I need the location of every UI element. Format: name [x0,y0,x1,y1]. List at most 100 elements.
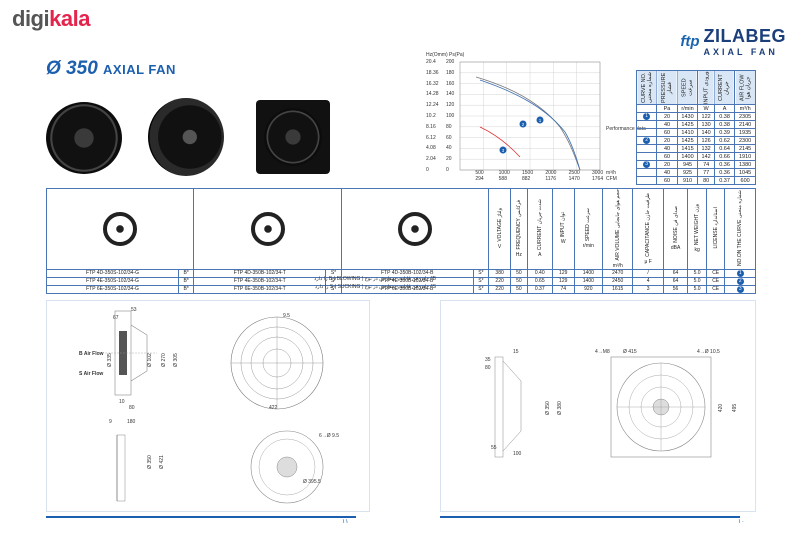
perf-cell: 1425 [676,136,699,145]
y-tick-pa: 160 [446,80,455,87]
spec-cell: 1400 [573,276,604,286]
perf-cell: 60 [656,152,678,161]
rdim-100: 100 [513,451,522,457]
spec-cell: 64 [662,268,689,278]
dim-305: Ø 305 [172,353,179,367]
perf-cell: 2140 [734,120,756,129]
perf-header: AIR FLOW جریان هوا [734,70,756,105]
spec-cell: 0.40 [526,268,553,278]
perf-cell: 0.64 [713,144,736,153]
spec-cell: 50 [510,284,528,294]
perf-cell [635,176,658,185]
spec-header-text: CURRENT شدت جریان [536,199,543,251]
spec-header-text: SPEED سرعت [585,208,592,242]
rdim-350: Ø 350 [544,401,551,415]
y-tick-pa: 180 [446,69,455,76]
perf-cell: 142 [697,152,715,161]
spec-cell: 1615 [602,284,634,294]
perf-unit: A [713,104,736,113]
digikala-watermark: digikala [12,6,90,31]
perf-header: INPUT ورودی [697,70,715,105]
spec-header [340,188,490,270]
perf-cell: 130 [697,120,715,129]
y-tick: 14.28 [426,91,439,98]
rdim-10-5: 4→Ø 10.5 [697,349,720,355]
spec-cell: / [632,268,664,278]
perf-cell: 1430 [676,112,699,121]
perf-header: PRESSURE فشار [656,70,678,105]
spec-cell: 0.37 [526,284,553,294]
page-number-left: ۱۱ [342,519,349,525]
x-tick: 500 [475,170,484,176]
y-tick: 16.32 [426,80,439,87]
perf-cell: 0.36 [713,168,736,177]
perf-unit [635,104,658,113]
dim-10: 10 [119,399,125,405]
perf-cell: 40 [656,120,678,129]
spec-cell: 129 [551,268,575,278]
perf-cell [635,128,658,137]
rdim-420: 420 [718,403,725,413]
left-drawing-svg [105,310,324,504]
curve-3 [479,126,521,158]
perf-cell: 2305 [734,112,756,121]
spec-cell: 380 [488,268,512,278]
spec-cell: 5.0 [687,276,707,286]
x-tick-cfm: 1176 [545,176,557,182]
spec-cell: S* [472,268,490,278]
x-tick-cfm: 1764 [592,176,604,182]
spec-header-text: FREQUENCY فرکانس [515,199,522,250]
spec-unit: V [497,243,502,250]
rdim-m8: 4→M8 [595,349,610,355]
chart-svg: 1 2 3 [459,61,601,171]
perf-cell: 925 [676,168,699,177]
dim-67: 67 [113,315,119,321]
perf-cell: 0.38 [713,120,736,129]
dim-53: 53 [131,307,137,313]
perf-cell: 122 [697,112,715,121]
dim-102: Ø 102 [146,353,153,367]
right-drawing-svg [494,356,712,458]
zilabeg-logo: ftp ZILABEG AXIAL FAN [680,26,786,57]
perf-label: Performance data [606,126,646,132]
spec-unit: r/min [582,243,594,250]
spec-cell: FTP 4D-350S-102/34-G [46,268,179,278]
y-tick-pa: 100 [446,113,455,119]
dim-421: Ø 421 [158,455,165,469]
perf-cell: 140 [697,128,715,137]
perf-cell: 1425 [676,120,699,129]
y-tick-pa: 20 [446,156,452,163]
perf-cell: 0.39 [713,128,736,137]
perf-cell: 945 [676,160,699,169]
rdim-35: 35 [485,357,491,363]
dim-350: Ø 350 [146,455,153,469]
spec-cell: 3 [632,284,664,294]
perf-cell: 60 [656,176,678,185]
perf-cell: 1935 [734,128,756,137]
fan-thumb [103,211,138,246]
curve-badge: 1 [643,113,651,120]
y-tick: 8.16 [426,123,436,130]
curve-badge: 2 [736,277,744,285]
y-tick-pa: 120 [446,102,455,109]
perf-cell: 0.37 [713,176,736,185]
spec-cell: 50 [510,268,528,278]
perf-cell: 0.62 [713,136,736,145]
note-blowing: B* - این فن قابلیت سفارش در نوع ( BLOWIN… [314,276,436,282]
perf-cell: 3 [635,160,658,169]
spec-cell: 2450 [602,276,634,286]
perf-cell: 1415 [676,144,699,153]
perf-header: CURVE NO. شماره منحنی [636,70,657,105]
perf-cell: 2300 [734,136,756,145]
perf-cell: 0.66 [713,152,736,161]
